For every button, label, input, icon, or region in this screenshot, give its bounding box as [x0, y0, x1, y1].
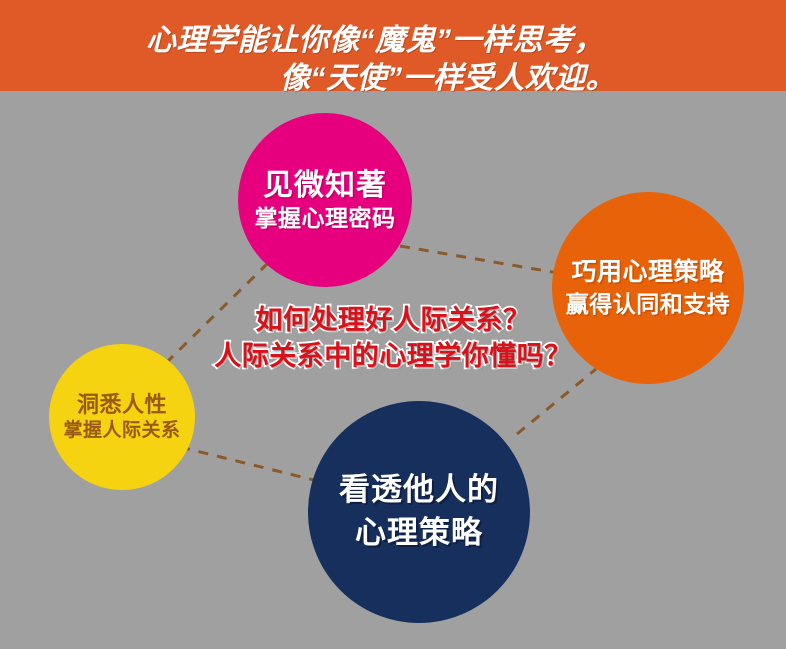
node-orange-title: 巧用心理策略 — [571, 258, 725, 287]
node-yellow-title: 洞悉人性 — [76, 391, 167, 417]
center-question-line-1: 如何处理好人际关系？ — [254, 303, 532, 336]
node-circle-pink[interactable]: 见微知著 掌握心理密码 — [238, 113, 412, 287]
node-navy-subtitle: 心理策略 — [355, 515, 483, 550]
node-circle-orange[interactable]: 巧用心理策略 赢得认同和支持 — [552, 192, 744, 384]
banner-headline-line-2: 像“天使”一样受人欢迎。 — [280, 62, 616, 95]
node-circle-yellow[interactable]: 洞悉人性 掌握人际关系 — [49, 344, 195, 490]
header-banner: 心理学能让你像“魔鬼”一样思考， 像“天使”一样受人欢迎。 — [0, 0, 786, 95]
node-navy-title: 看透他人的 — [339, 472, 499, 508]
connector-navy-to-orange — [516, 367, 597, 436]
connector-pink-to-orange — [399, 244, 565, 276]
center-question-block: 如何处理好人际关系？ 人际关系中的心理学你懂吗？ — [0, 303, 786, 375]
connector-pink-to-yellow — [164, 261, 270, 365]
banner-headline-line-1: 心理学能让你像“魔鬼”一样思考， — [146, 24, 604, 57]
node-pink-title: 见微知著 — [263, 168, 387, 202]
node-yellow-subtitle: 掌握人际关系 — [63, 419, 181, 441]
center-question-line-2: 人际关系中的心理学你懂吗？ — [213, 339, 574, 372]
node-orange-subtitle: 赢得认同和支持 — [565, 290, 731, 317]
connector-yellow-to-navy — [179, 445, 327, 485]
node-circle-navy[interactable]: 看透他人的 心理策略 — [308, 401, 530, 623]
node-pink-subtitle: 掌握心理密码 — [254, 205, 396, 232]
